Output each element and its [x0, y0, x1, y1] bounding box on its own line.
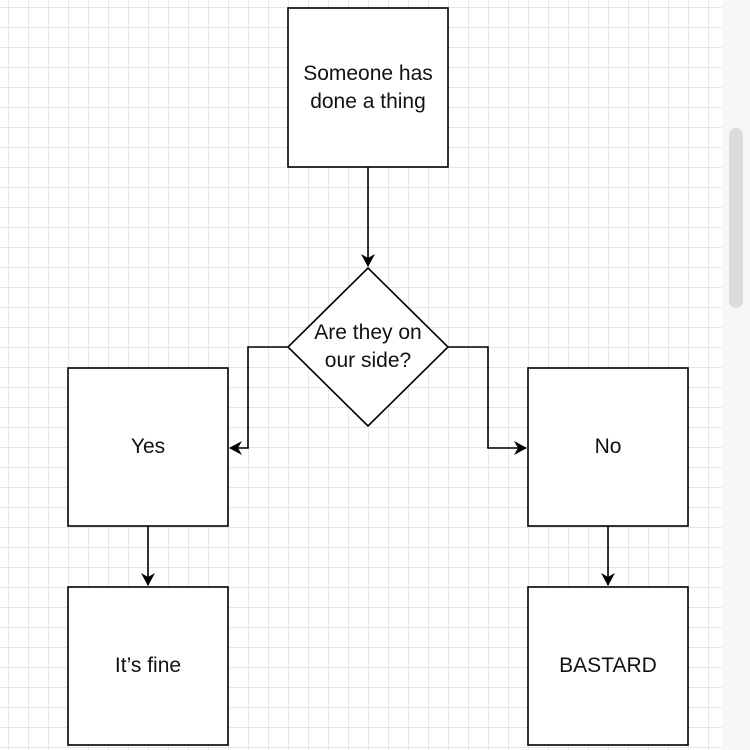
connector-decision-to-no: [448, 346, 527, 455]
scroll-track[interactable]: [722, 0, 750, 750]
start-label: Someone has done a thing: [303, 61, 433, 113]
bastard-label: BASTARD: [559, 654, 657, 677]
fine-box[interactable]: [67, 586, 229, 746]
start-box[interactable]: [287, 7, 449, 168]
no-box[interactable]: [527, 367, 689, 527]
yes-box[interactable]: [67, 367, 229, 527]
scroll-thumb[interactable]: [729, 128, 743, 308]
fine-label: It’s fine: [114, 654, 182, 677]
decision-diamond[interactable]: [286, 266, 450, 428]
yes-label: Yes: [130, 435, 166, 458]
no-label: No: [594, 435, 622, 458]
decision-label: Are they on our side?: [314, 321, 422, 372]
connector-decision-to-yes: [229, 346, 288, 455]
bastard-box[interactable]: [527, 586, 689, 746]
